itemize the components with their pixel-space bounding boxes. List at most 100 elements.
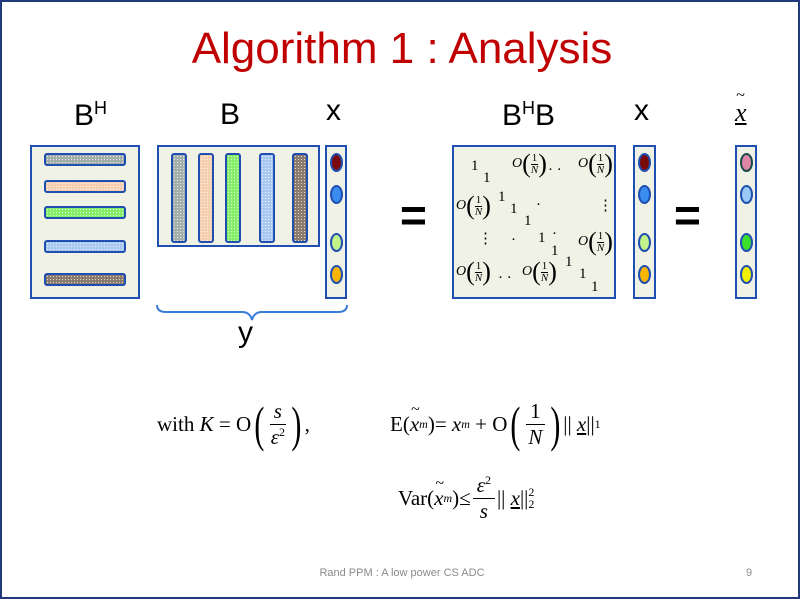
- x-entry-1: [638, 153, 651, 172]
- k-comma: ,: [304, 411, 310, 436]
- v-norm-open: ||: [496, 485, 506, 510]
- xtilde-entry-1: [740, 153, 753, 172]
- frac-den: N: [474, 205, 483, 218]
- b-matrix: [157, 145, 320, 247]
- formula-expectation: E( xm )= xm + O ( 1N ) || x ||1: [390, 394, 601, 454]
- k-den: ε: [270, 424, 280, 449]
- frac-den: N: [530, 163, 539, 176]
- y-brace: [156, 304, 348, 321]
- paren: ): [482, 257, 491, 286]
- label-bhb: BHB: [502, 98, 555, 133]
- o-symbol: O: [512, 156, 523, 171]
- page-number: 9: [746, 567, 753, 579]
- label-b: B: [220, 98, 241, 131]
- frac-num: 1: [596, 229, 605, 243]
- label-bhb-base2: B: [535, 99, 556, 132]
- label-bh-base: B: [74, 99, 95, 132]
- frac-num: 1: [530, 151, 539, 165]
- paren: ): [548, 257, 557, 286]
- bh-row-5: [44, 273, 126, 286]
- k-var: K: [199, 411, 214, 436]
- x-entry-3: [330, 233, 343, 252]
- diag-9: 1: [579, 266, 587, 282]
- paren: (: [522, 149, 531, 178]
- frac-den: N: [474, 271, 483, 284]
- paren: (: [588, 227, 597, 256]
- e-num: 1: [526, 399, 545, 425]
- diag-10: 1: [591, 279, 599, 295]
- diag-5: 1: [524, 213, 532, 229]
- diag-4: 1: [510, 201, 518, 217]
- bh-row-3: [44, 206, 126, 219]
- o-symbol: O: [456, 264, 467, 279]
- paren: (: [466, 257, 475, 286]
- frac-num: 1: [540, 259, 549, 273]
- paren: (: [588, 149, 597, 178]
- formula-variance: Var( xm )≤ ε2s || x ||22: [398, 468, 534, 528]
- label-xtilde-text: x: [735, 87, 747, 128]
- bh-row-2: [44, 180, 126, 193]
- diag-6: 1: [538, 230, 546, 246]
- label-bh-sup: H: [94, 98, 108, 118]
- paren: (: [532, 257, 541, 286]
- dot: ·: [536, 197, 541, 213]
- dot: ·: [552, 226, 557, 242]
- dots: · ·: [548, 162, 562, 178]
- diag-2: 1: [483, 170, 491, 186]
- dots: · ·: [498, 270, 512, 286]
- o-symbol: O: [578, 234, 589, 249]
- dot: ·: [511, 232, 516, 248]
- equals-sign-2: =: [674, 189, 701, 241]
- x-vector: [325, 145, 347, 299]
- e-fn: E(: [390, 411, 410, 436]
- xtilde-entry-4: [740, 265, 753, 284]
- v-norm-close: ||: [519, 485, 529, 510]
- paren: ): [604, 149, 613, 178]
- x-entry-2: [638, 185, 651, 204]
- o-symbol: O: [522, 264, 533, 279]
- v-num-sup: 2: [484, 472, 491, 487]
- frac-den: N: [540, 271, 549, 284]
- diag-1: 1: [471, 158, 479, 174]
- label-bh: BH: [74, 98, 107, 133]
- diag-3: 1: [498, 189, 506, 205]
- frac-num: 1: [474, 259, 483, 273]
- frac-den: N: [596, 163, 605, 176]
- x-entry-1: [330, 153, 343, 172]
- k-with: with: [157, 411, 195, 436]
- x-entry-4: [638, 265, 651, 284]
- x-entry-2: [330, 185, 343, 204]
- b-col-2: [198, 153, 214, 243]
- e-plus: + O: [475, 411, 508, 436]
- v-x: x: [434, 475, 444, 511]
- e-close: )=: [427, 411, 447, 436]
- footer-text: Rand PPM : A low power CS ADC: [319, 567, 485, 579]
- frac-num: 1: [474, 193, 483, 207]
- label-bhb-base1: B: [502, 99, 523, 132]
- bh-row-1: [44, 153, 126, 166]
- label-bhb-sup: H: [522, 98, 536, 118]
- o-symbol: O: [578, 156, 589, 171]
- x-entry-4: [330, 265, 343, 284]
- b-col-5: [292, 153, 308, 243]
- e-sub: m: [419, 416, 428, 431]
- b-col-3: [225, 153, 241, 243]
- v-den: s: [479, 498, 488, 523]
- e-norm-x: x: [576, 411, 587, 436]
- label-y: y: [238, 316, 253, 349]
- e-x: x: [410, 401, 420, 437]
- v-close: )≤: [452, 485, 471, 510]
- diag-7: 1: [551, 243, 559, 259]
- v-norm-sup: 2: [528, 485, 535, 499]
